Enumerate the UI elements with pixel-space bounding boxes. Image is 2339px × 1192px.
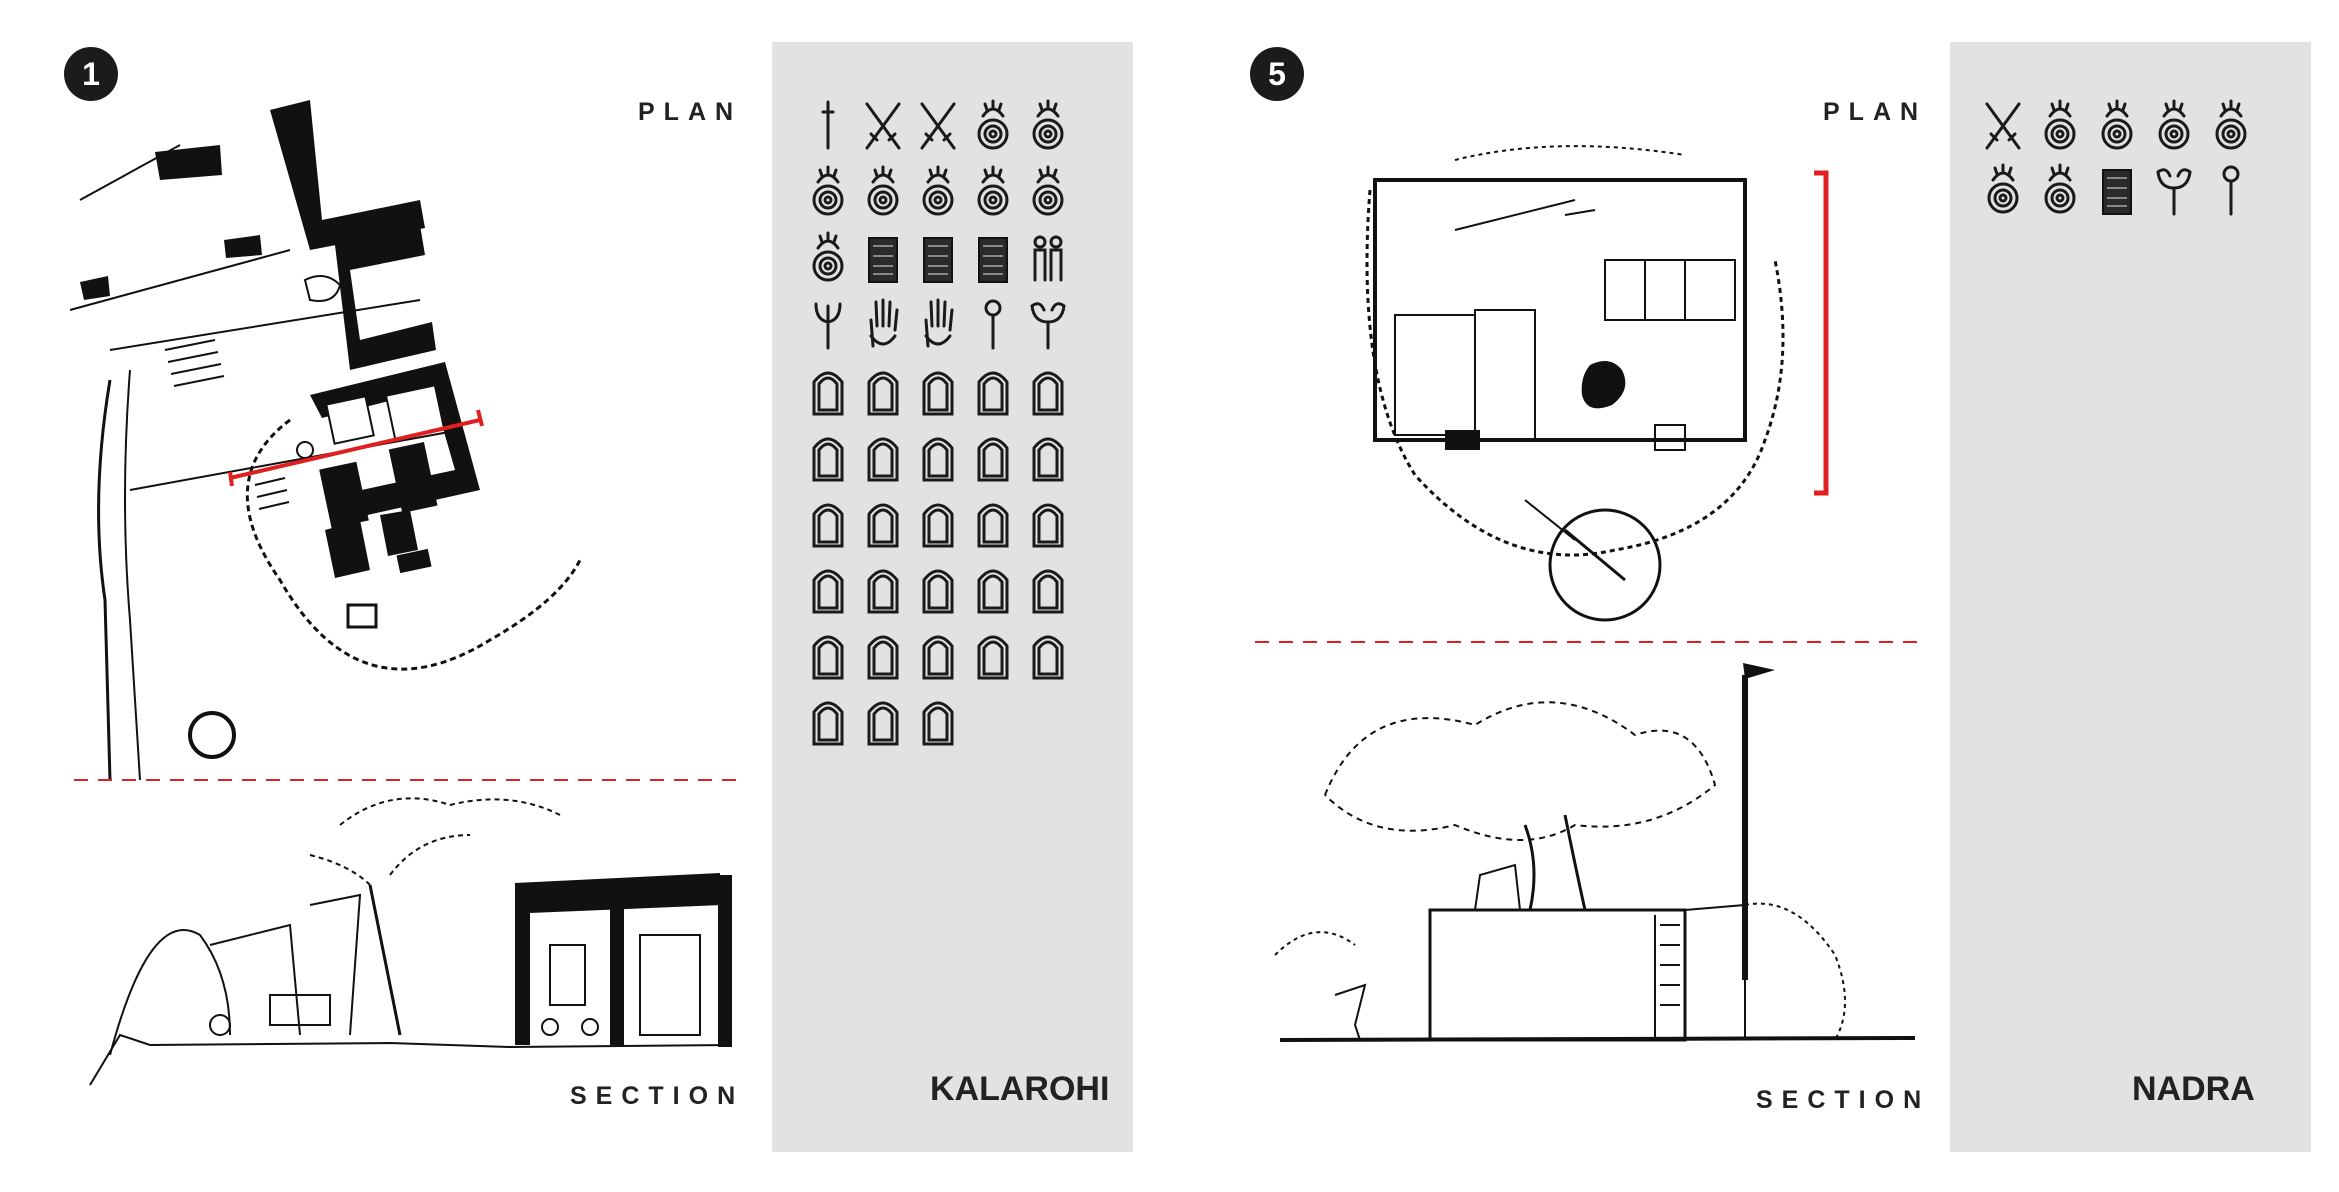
sheet-number-badge: 1 xyxy=(64,47,118,101)
site-name: NADRA xyxy=(2132,1070,2255,1108)
shrine-niche-icon xyxy=(922,503,954,548)
carved-slab-icon xyxy=(2102,169,2132,215)
coiled-serpent-icon xyxy=(2158,99,2190,150)
section-drawing-kalarohi xyxy=(89,797,732,1086)
coiled-serpent-icon xyxy=(1032,165,1064,216)
hand-icon xyxy=(869,298,899,348)
symbols-panel xyxy=(1950,42,2311,1152)
shrine-niche-icon xyxy=(922,371,954,416)
coiled-serpent-icon xyxy=(1032,99,1064,150)
mace-icon xyxy=(2222,165,2240,216)
shrine-niche-icon xyxy=(1032,371,1064,416)
shrine-niche-icon xyxy=(1032,635,1064,680)
coiled-serpent-icon xyxy=(867,165,899,216)
shrine-niche-icon xyxy=(922,635,954,680)
plan-section-divider xyxy=(1255,641,1925,643)
plan-label: PLAN xyxy=(1823,98,1928,126)
horns-icon xyxy=(1030,302,1066,350)
site-name: KALAROHI xyxy=(930,1070,1110,1108)
shrine-niche-icon xyxy=(867,503,899,548)
shrine-niche-icon xyxy=(1032,437,1064,482)
section-drawing-nadra xyxy=(1274,663,1916,1042)
shrine-niche-icon xyxy=(922,437,954,482)
symbols-grid-nadra xyxy=(1985,99,2247,216)
trident-icon xyxy=(814,302,842,350)
coiled-serpent-icon xyxy=(977,165,1009,216)
shrine-niche-icon xyxy=(1032,569,1064,614)
coiled-serpent-icon xyxy=(812,165,844,216)
shrine-niche-icon xyxy=(867,701,899,746)
section-cut-marker xyxy=(1814,170,1829,496)
shrine-niche-icon xyxy=(867,635,899,680)
shrine-niche-icon xyxy=(977,635,1009,680)
coiled-serpent-icon xyxy=(922,165,954,216)
shrine-niche-icon xyxy=(977,569,1009,614)
crossed-swords-icon xyxy=(920,102,956,150)
coiled-serpent-icon xyxy=(2101,99,2133,150)
shrine-niche-icon xyxy=(812,635,844,680)
plan-label: PLAN xyxy=(638,98,743,126)
shrine-niche-icon xyxy=(977,437,1009,482)
shrine-niche-icon xyxy=(812,503,844,548)
shrine-niche-icon xyxy=(1032,503,1064,548)
hand-icon xyxy=(924,298,954,348)
coiled-serpent-icon xyxy=(2215,99,2247,150)
shrine-niche-icon xyxy=(812,371,844,416)
carved-slab-icon xyxy=(868,237,898,283)
shrine-niche-icon xyxy=(812,569,844,614)
carved-slab-icon xyxy=(978,237,1008,283)
crossed-swords-icon xyxy=(865,102,901,150)
crossed-swords-icon xyxy=(1985,102,2021,150)
shrine-niche-icon xyxy=(867,437,899,482)
plan-section-divider xyxy=(74,779,744,781)
carved-slab-icon xyxy=(923,237,953,283)
shrine-niche-icon xyxy=(922,569,954,614)
coiled-serpent-icon xyxy=(2044,163,2076,214)
shrine-niche-icon xyxy=(812,701,844,746)
plan-drawing-kalarohi xyxy=(69,100,582,781)
dagger-icon xyxy=(821,100,835,150)
shrine-niche-icon xyxy=(977,503,1009,548)
sheet-number-badge: 5 xyxy=(1250,47,1304,101)
figures-icon xyxy=(1033,235,1063,282)
coiled-serpent-icon xyxy=(977,99,1009,150)
shrine-niche-icon xyxy=(922,701,954,746)
coiled-serpent-icon xyxy=(812,231,844,282)
section-label: SECTION xyxy=(570,1082,745,1110)
section-label: SECTION xyxy=(1756,1086,1931,1114)
plan-drawing-nadra xyxy=(1365,145,1785,622)
shrine-niche-icon xyxy=(867,371,899,416)
horns-icon xyxy=(2156,168,2192,216)
coiled-serpent-icon xyxy=(2044,99,2076,150)
shrine-niche-icon xyxy=(867,569,899,614)
shrine-niche-icon xyxy=(977,371,1009,416)
symbols-grid-kalarohi xyxy=(812,99,1066,746)
shrine-niche-icon xyxy=(812,437,844,482)
mace-icon xyxy=(984,299,1002,350)
coiled-serpent-icon xyxy=(1987,163,2019,214)
